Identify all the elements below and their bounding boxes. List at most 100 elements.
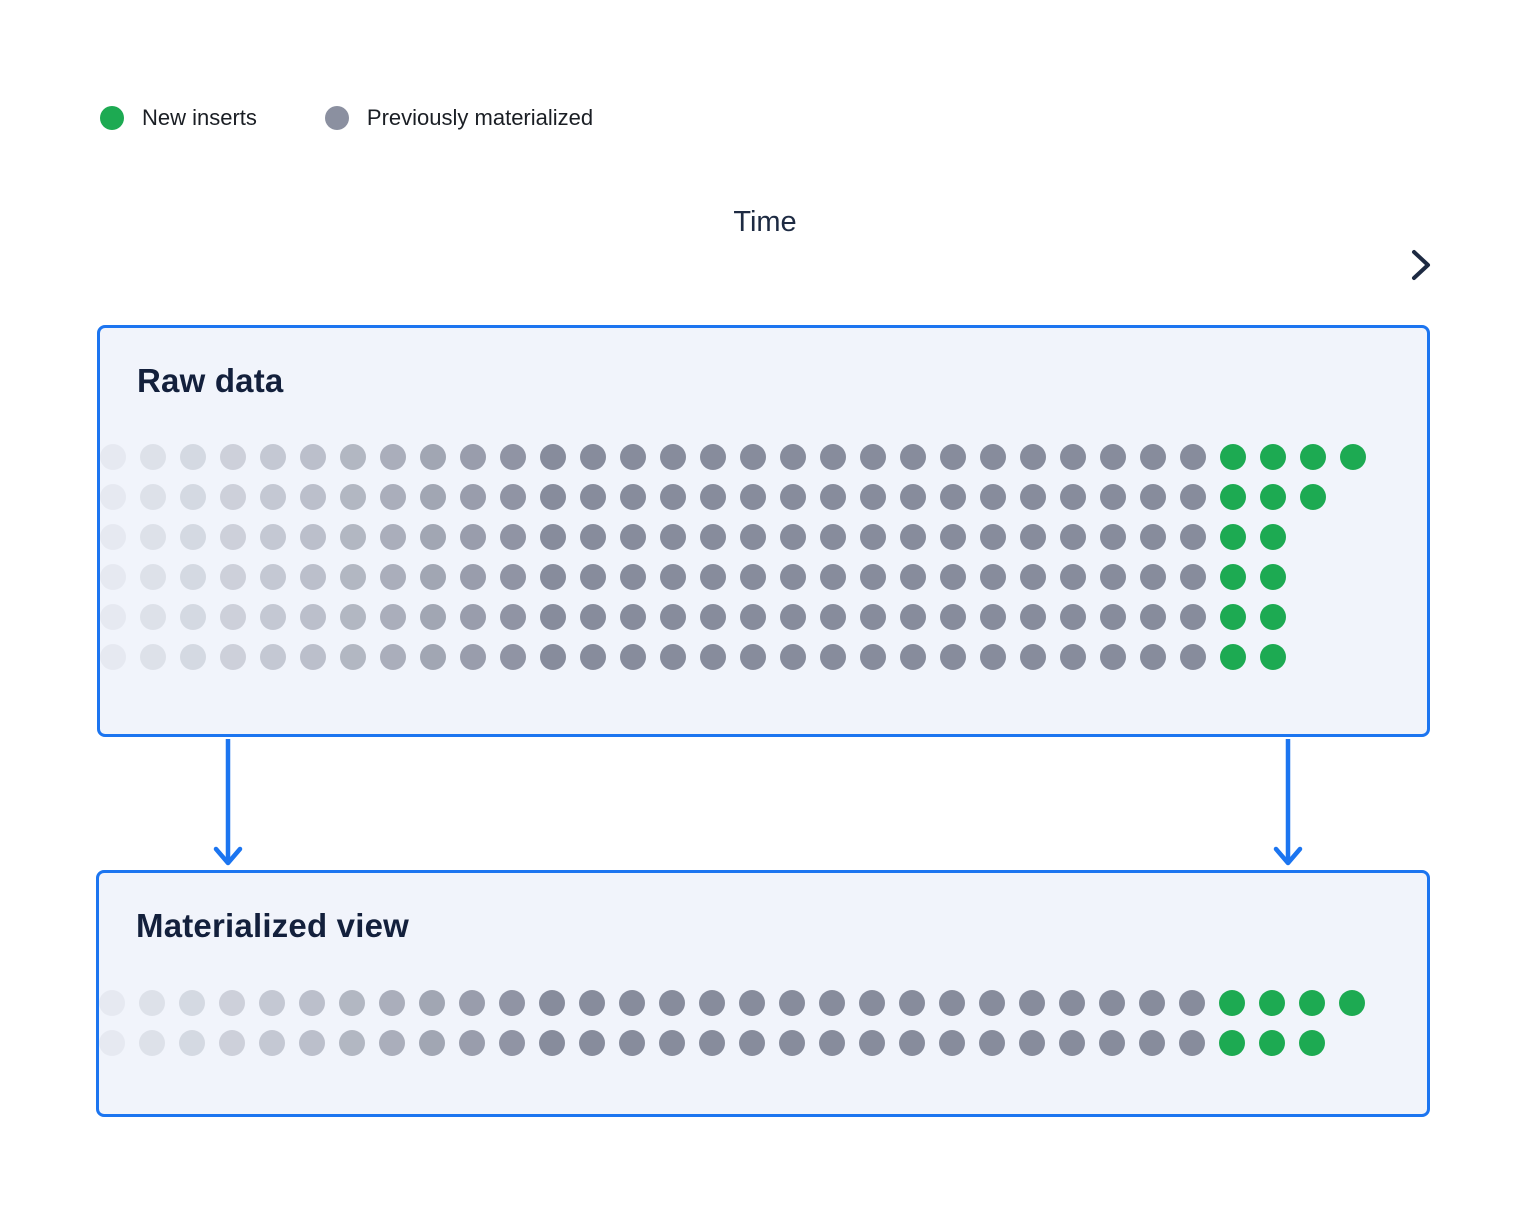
materialized-dot	[100, 644, 126, 670]
materialized-dot	[899, 1030, 925, 1056]
materialized-dot	[819, 990, 845, 1016]
materialized-dot	[779, 1030, 805, 1056]
materialized-dot	[1180, 484, 1206, 510]
materialized-dot	[860, 444, 886, 470]
materialized-dot	[740, 604, 766, 630]
materialized-dot	[1020, 644, 1046, 670]
materialized-dot	[1099, 1030, 1125, 1056]
materialized-dot	[780, 604, 806, 630]
materialized-dot	[180, 444, 206, 470]
new-insert-dot	[1260, 484, 1286, 510]
materialized-dot	[820, 444, 846, 470]
new-insert-dot	[1260, 444, 1286, 470]
materialized-dot	[980, 444, 1006, 470]
new-insert-dot	[1259, 1030, 1285, 1056]
materialized-dot	[139, 990, 165, 1016]
materialized-dot	[700, 564, 726, 590]
materialized-dot	[220, 644, 246, 670]
materialized-view-box: Materialized view	[96, 870, 1430, 1117]
materialized-dot	[500, 604, 526, 630]
legend-item-previously-materialized: Previously materialized	[324, 105, 594, 130]
materialized-dot	[939, 990, 965, 1016]
materialized-dot	[380, 564, 406, 590]
new-insert-dot	[1260, 604, 1286, 630]
materialized-dot	[580, 484, 606, 510]
materialized-dot	[260, 564, 286, 590]
materialized-dot	[300, 564, 326, 590]
materialized-dot	[460, 484, 486, 510]
materialized-dot	[1140, 564, 1166, 590]
materialized-dot	[1060, 484, 1086, 510]
materialized-dot	[380, 444, 406, 470]
materialized-dot	[379, 990, 405, 1016]
materialized-dot	[940, 604, 966, 630]
materialized-dot	[420, 604, 446, 630]
materialized-dot	[820, 564, 846, 590]
new-insert-dot	[1260, 644, 1286, 670]
materialized-dot	[1180, 604, 1206, 630]
materialized-dot	[299, 1030, 325, 1056]
materialized-view-dot-grid	[99, 990, 1365, 1056]
legend: New inserts Previously materialized	[100, 106, 593, 130]
materialized-dot	[660, 484, 686, 510]
materialized-dot	[220, 604, 246, 630]
materialized-dot	[1100, 644, 1126, 670]
materialized-dot	[1140, 484, 1166, 510]
materialized-dot	[340, 444, 366, 470]
materialized-dot	[820, 604, 846, 630]
materialized-dot	[1060, 524, 1086, 550]
materialized-dot	[260, 644, 286, 670]
materialized-dot	[260, 604, 286, 630]
materialized-dot	[220, 444, 246, 470]
materialized-dot	[619, 1030, 645, 1056]
materialized-dot	[300, 444, 326, 470]
materialized-dot	[940, 484, 966, 510]
materialized-dot	[539, 990, 565, 1016]
materialized-dot	[220, 524, 246, 550]
materialized-dot	[1100, 524, 1126, 550]
materialized-dot	[580, 564, 606, 590]
materialized-dot	[140, 484, 166, 510]
flow-arrow-right-icon	[1273, 739, 1303, 866]
materialized-dot	[819, 1030, 845, 1056]
materialized-dot	[540, 444, 566, 470]
materialized-dot	[220, 484, 246, 510]
materialized-dot	[860, 484, 886, 510]
materialized-dot	[660, 604, 686, 630]
materialized-dot	[299, 990, 325, 1016]
raw-data-dot-grid	[100, 444, 1366, 670]
materialized-dot	[100, 484, 126, 510]
materialized-dot	[100, 444, 126, 470]
time-arrow-icon	[98, 250, 1430, 280]
materialized-dot	[1139, 1030, 1165, 1056]
materialized-dot	[380, 604, 406, 630]
legend-label-previously-materialized: Previously materialized	[366, 105, 594, 130]
materialized-dot	[700, 444, 726, 470]
materialized-dot	[900, 524, 926, 550]
new-insert-dot	[1220, 564, 1246, 590]
new-insert-dot	[1220, 484, 1246, 510]
materialized-dot	[699, 990, 725, 1016]
materialized-dot	[780, 484, 806, 510]
materialized-dot	[340, 644, 366, 670]
materialized-dot	[459, 990, 485, 1016]
materialized-dot	[100, 524, 126, 550]
materialized-dot	[460, 444, 486, 470]
new-insert-dot	[1220, 644, 1246, 670]
materialized-dot	[259, 1030, 285, 1056]
materialized-dot	[979, 1030, 1005, 1056]
materialized-dot	[700, 484, 726, 510]
materialized-dot	[179, 1030, 205, 1056]
materialized-dot	[1059, 990, 1085, 1016]
materialized-dot	[620, 484, 646, 510]
materialized-dot	[820, 644, 846, 670]
materialized-dot	[660, 564, 686, 590]
materialized-dot	[300, 644, 326, 670]
materialized-dot	[180, 644, 206, 670]
materialized-dot	[500, 564, 526, 590]
materialized-dot	[659, 1030, 685, 1056]
materialized-dot	[499, 990, 525, 1016]
materialized-dot	[899, 990, 925, 1016]
new-insert-dot	[1219, 990, 1245, 1016]
materialized-dot	[340, 484, 366, 510]
